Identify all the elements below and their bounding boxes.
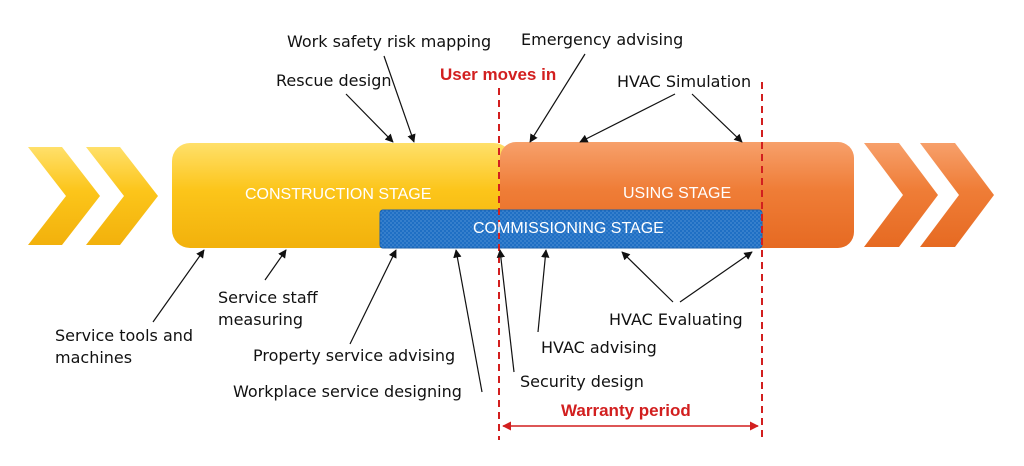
service-staff-label-1: Service staff	[218, 288, 318, 307]
arrow-rescue-design	[345, 93, 394, 143]
hvac-evaluating-label: HVAC Evaluating	[609, 310, 743, 329]
arrow-security-design	[496, 249, 515, 373]
commissioning-stage-label: COMMISSIONING STAGE	[473, 220, 664, 237]
user-moves-in-label: User moves in	[440, 65, 557, 84]
workplace-service-label: Workplace service designing	[233, 382, 462, 401]
warranty-period-label: Warranty period	[561, 401, 691, 420]
rescue-design-label: Rescue design	[276, 71, 392, 90]
arrow-work-safety	[383, 55, 416, 143]
arrow-hvac-advising	[537, 249, 550, 333]
emergency-advising-label: Emergency advising	[521, 30, 684, 49]
service-tools-label-1: Service tools and	[55, 326, 194, 345]
arrow-hvac-sim-2	[691, 93, 743, 143]
hvac-advising-label: HVAC advising	[541, 338, 657, 357]
service-tools-label-2: machines	[55, 348, 133, 367]
arrow-emergency-advising	[529, 53, 586, 143]
arrow-service-tools	[152, 249, 205, 323]
construction-stage-label: CONSTRUCTION STAGE	[245, 186, 432, 203]
chevron-right-1	[864, 143, 938, 247]
service-staff-label-2: measuring	[218, 310, 304, 329]
arrow-hvac-eval-2	[679, 251, 753, 303]
arrow-property-service	[349, 249, 397, 345]
arrow-hvac-sim-1	[579, 93, 676, 143]
security-design-label: Security design	[520, 372, 644, 391]
using-stage-label: USING STAGE	[623, 185, 732, 202]
arrow-hvac-eval-1	[621, 251, 674, 303]
arrow-service-staff	[264, 249, 287, 281]
property-service-label: Property service advising	[253, 346, 456, 365]
hvac-simulation-label: HVAC Simulation	[617, 72, 752, 91]
chevron-left-2	[86, 147, 158, 245]
work-safety-label: Work safety risk mapping	[287, 32, 492, 51]
chevron-right-2	[920, 143, 994, 247]
chevron-left-1	[28, 147, 100, 245]
arrow-workplace-service	[453, 249, 483, 393]
